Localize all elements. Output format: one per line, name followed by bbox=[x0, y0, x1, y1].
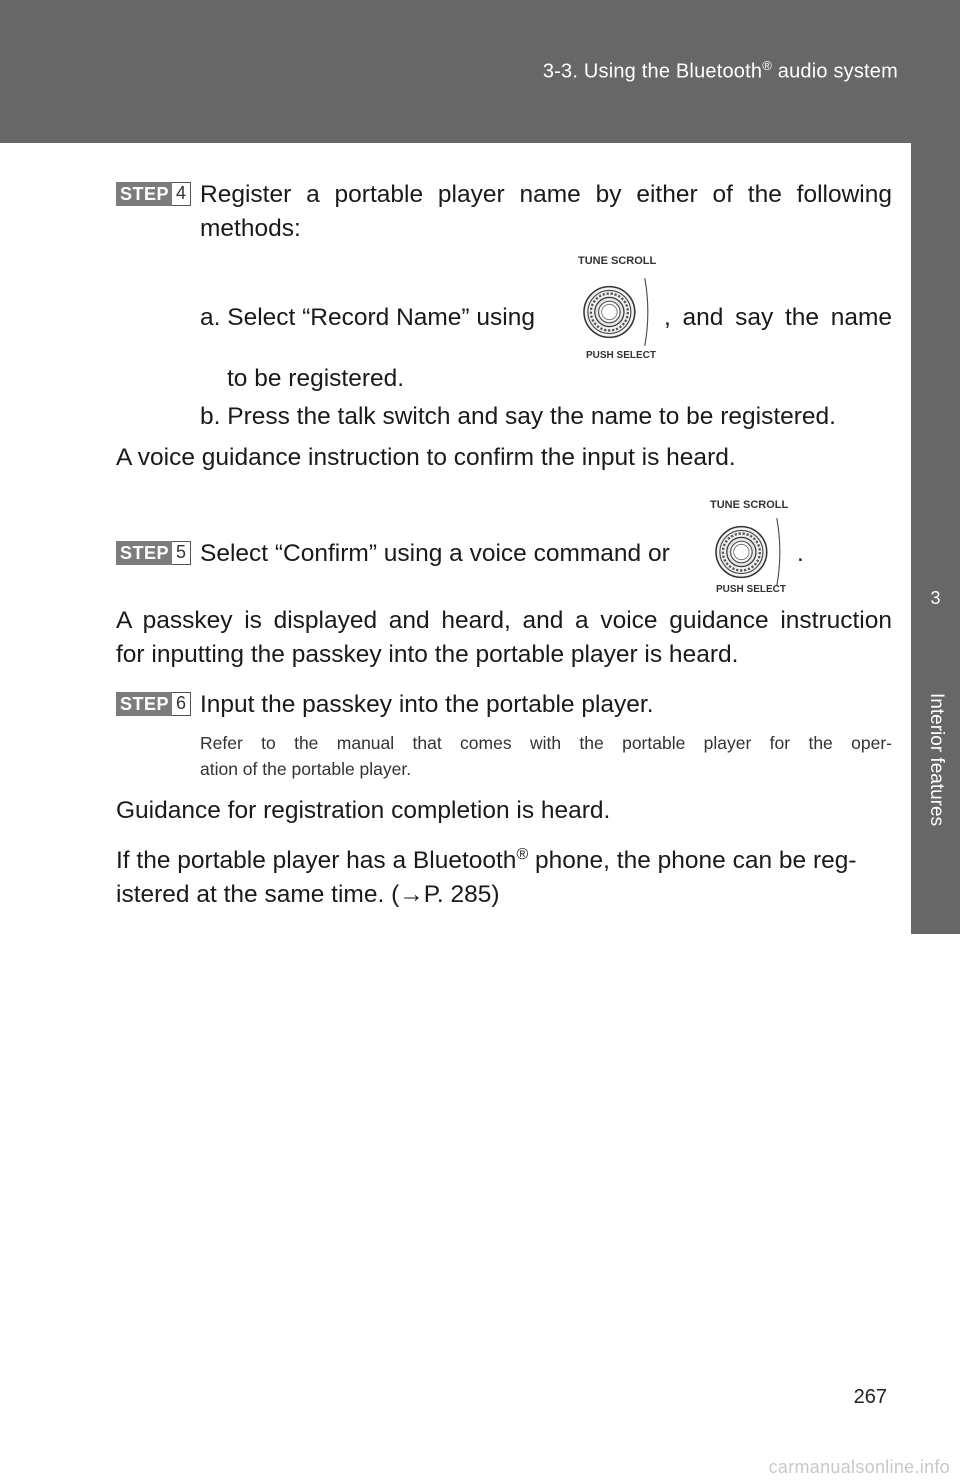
step-6-text: Input the passkey into the portable play… bbox=[200, 691, 654, 718]
chapter-label: Interior features bbox=[926, 693, 947, 827]
page-header: 3-3. Using the Bluetooth® audio system bbox=[0, 0, 960, 143]
side-tab-upper bbox=[911, 143, 960, 550]
step-6-note: Refer to the manual that comes with the … bbox=[200, 733, 892, 753]
arrow-icon: → bbox=[399, 881, 424, 908]
page-reference-link[interactable]: P. 285) bbox=[423, 881, 500, 908]
option-a-text-cont: to be registered. bbox=[227, 365, 405, 392]
step-4-text: Register a portable player name by eithe… bbox=[200, 181, 892, 208]
step-5-result-cont: for inputting the passkey into the porta… bbox=[116, 641, 739, 668]
section-title: 3-3. Using the Bluetooth® audio system bbox=[542, 58, 898, 83]
side-tab-lower bbox=[911, 550, 960, 934]
page-number: 267 bbox=[853, 1386, 887, 1408]
step-4-text-cont: methods: bbox=[200, 215, 301, 242]
step-5-text: Select “Confirm” using a voice command o… bbox=[200, 540, 670, 567]
knob-label-top-2: TUNE SCROLL bbox=[710, 499, 789, 511]
step-5-result: A passkey is displayed and heard, and a … bbox=[116, 607, 892, 634]
phone-note: If the portable player has a Bluetooth® … bbox=[116, 845, 857, 874]
option-b-text: b. Press the talk switch and say the nam… bbox=[200, 403, 836, 430]
knob-label-bottom: PUSH SELECT bbox=[586, 350, 657, 361]
tune-scroll-knob-icon-2 bbox=[706, 508, 786, 596]
watermark: carmanualsonline.info bbox=[768, 1457, 950, 1477]
knob-label-bottom-2: PUSH SELECT bbox=[716, 584, 787, 595]
phone-note-cont: istered at the same time. (→P. 285) bbox=[116, 881, 500, 908]
step-4-result: A voice guidance instruction to confirm … bbox=[116, 444, 736, 471]
chapter-number: 3 bbox=[930, 588, 941, 608]
step-5-period: . bbox=[797, 540, 804, 567]
knob-label-top: TUNE SCROLL bbox=[578, 255, 657, 267]
completion-text: Guidance for registration completion is … bbox=[116, 797, 611, 824]
option-a-text: a. Select “Record Name” using bbox=[200, 304, 535, 331]
option-a-text-right: , and say the name bbox=[664, 304, 892, 331]
tune-scroll-knob-icon bbox=[574, 264, 654, 360]
step-6-note-cont: ation of the portable player. bbox=[200, 759, 412, 779]
